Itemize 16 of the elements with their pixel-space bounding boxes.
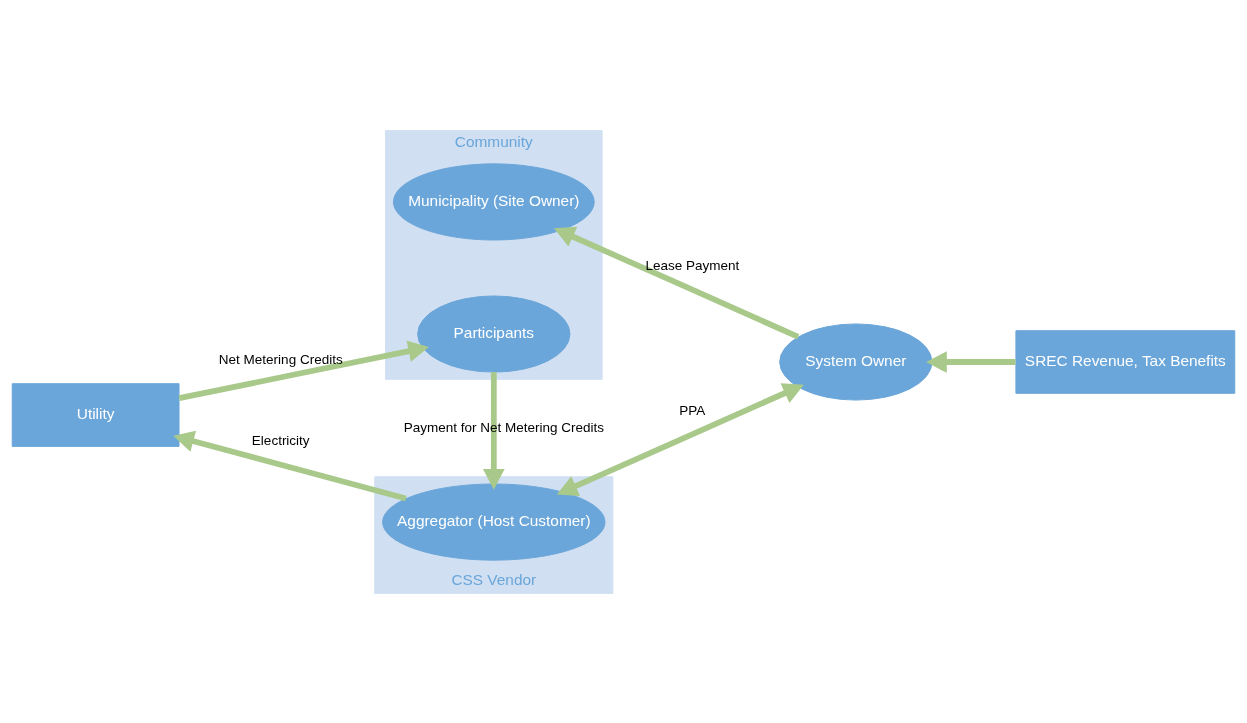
- node-ellipse: Participants: [417, 294, 571, 373]
- node-box: SREC Revenue, Tax Benefits: [1015, 329, 1236, 394]
- edge-label: Net Metering Credits: [218, 351, 343, 367]
- arrow: [926, 350, 1016, 373]
- arrow: [482, 371, 505, 490]
- node-box: Utility: [11, 382, 180, 447]
- node-ellipse: Aggregator (Host Customer): [382, 483, 606, 561]
- arrow: [178, 340, 429, 401]
- arrow: [556, 382, 804, 496]
- node-ellipse: Municipality (Site Owner): [392, 162, 595, 240]
- arrow: [553, 226, 800, 339]
- edge-label: Lease Payment: [645, 257, 740, 273]
- edge-label: Electricity: [251, 432, 310, 448]
- edge-label: PPA: [679, 402, 706, 418]
- arrow: [173, 430, 407, 501]
- edge-label: Payment for Net Metering Credits: [403, 419, 605, 435]
